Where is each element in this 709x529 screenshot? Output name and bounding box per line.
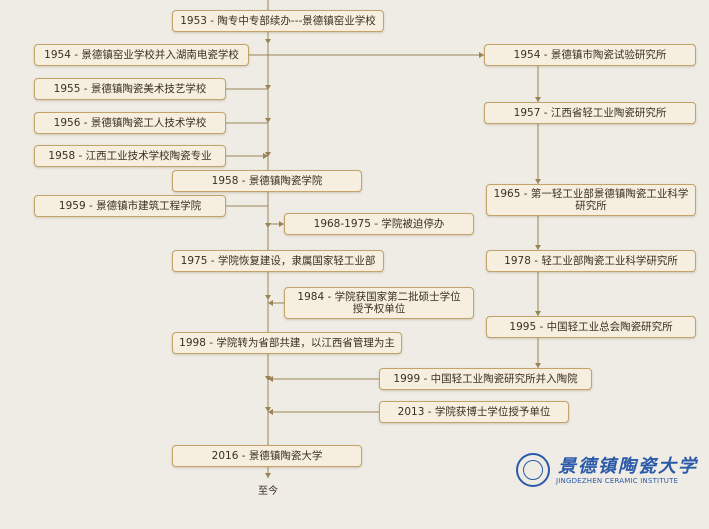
node-1968-1975: 1968-1975 - 学院被迫停办 [284, 213, 474, 235]
node-r1954: 1954 - 景德镇市陶瓷试验研究所 [484, 44, 696, 66]
node-1984: 1984 - 学院获国家第二批硕士学位 授予权单位 [284, 287, 474, 319]
trunk-arrow-1955 [265, 85, 271, 90]
trunk-arrow-1984 [265, 295, 271, 300]
node-1998: 1998 - 学院转为省部共建，以江西省管理为主 [172, 332, 402, 354]
node-1958-jiangxi: 1958 - 江西工业技术学校陶瓷专业 [34, 145, 226, 167]
node-1999: 1999 - 中国轻工业陶瓷研究所并入陶院 [379, 368, 592, 390]
research-arrow-1978 [535, 245, 541, 250]
university-logo: 景德镇陶瓷大学 JINGDEZHEN CERAMIC INSTITUTE [516, 452, 706, 488]
node-1954-kiln-school: 1954 - 景德镇窑业学校并入湖南电瓷学校 [34, 44, 249, 66]
end-label: 至今 [258, 486, 278, 497]
node-1955: 1955 - 景德镇陶瓷美术技艺学校 [34, 78, 226, 100]
node-2016: 2016 - 景德镇陶瓷大学 [172, 445, 362, 467]
node-2013: 2013 - 学院获博士学位授予单位 [379, 401, 569, 423]
research-arrow-1957 [535, 97, 541, 102]
node-r1957: 1957 - 江西省轻工业陶瓷研究所 [484, 102, 696, 124]
node-1956: 1956 - 景德镇陶瓷工人技术学校 [34, 112, 226, 134]
research-arrow-1999 [535, 363, 541, 368]
node-r1965: 1965 - 第一轻工业部景德镇陶瓷工业科学 研究所 [486, 184, 696, 216]
node-r1995: 1995 - 中国轻工业总会陶瓷研究所 [486, 316, 696, 338]
logo-english-name: JINGDEZHEN CERAMIC INSTITUTE [556, 477, 679, 485]
university-seal-icon [516, 453, 550, 487]
trunk-arrow-1958 [265, 152, 271, 157]
logo-chinese-name: 景德镇陶瓷大学 [558, 456, 698, 477]
arrow-from-1984 [268, 300, 273, 306]
research-arrow-1965 [535, 179, 541, 184]
trunk-arrow-1954 [265, 39, 271, 44]
trunk-arrow-end [265, 473, 271, 478]
arrow-1958-in [263, 153, 268, 159]
research-arrow-1995 [535, 311, 541, 316]
trunk-arrow-2013 [265, 407, 271, 412]
node-1959: 1959 - 景德镇市建筑工程学院 [34, 195, 226, 217]
node-1953: 1953 - 陶专中专部续办---景德镇窑业学校 [172, 10, 384, 32]
arrow-from-2013 [268, 409, 273, 415]
trunk-arrow-1956 [265, 118, 271, 123]
arrow-from-1999 [268, 376, 273, 382]
arrow-to-r1954 [479, 52, 484, 58]
node-1958-college: 1958 - 景德镇陶瓷学院 [172, 170, 362, 192]
arrow-to-1968 [279, 221, 284, 227]
node-r1978: 1978 - 轻工业部陶瓷工业科学研究所 [486, 250, 696, 272]
node-1975: 1975 - 学院恢复建设，隶属国家轻工业部 [172, 250, 384, 272]
